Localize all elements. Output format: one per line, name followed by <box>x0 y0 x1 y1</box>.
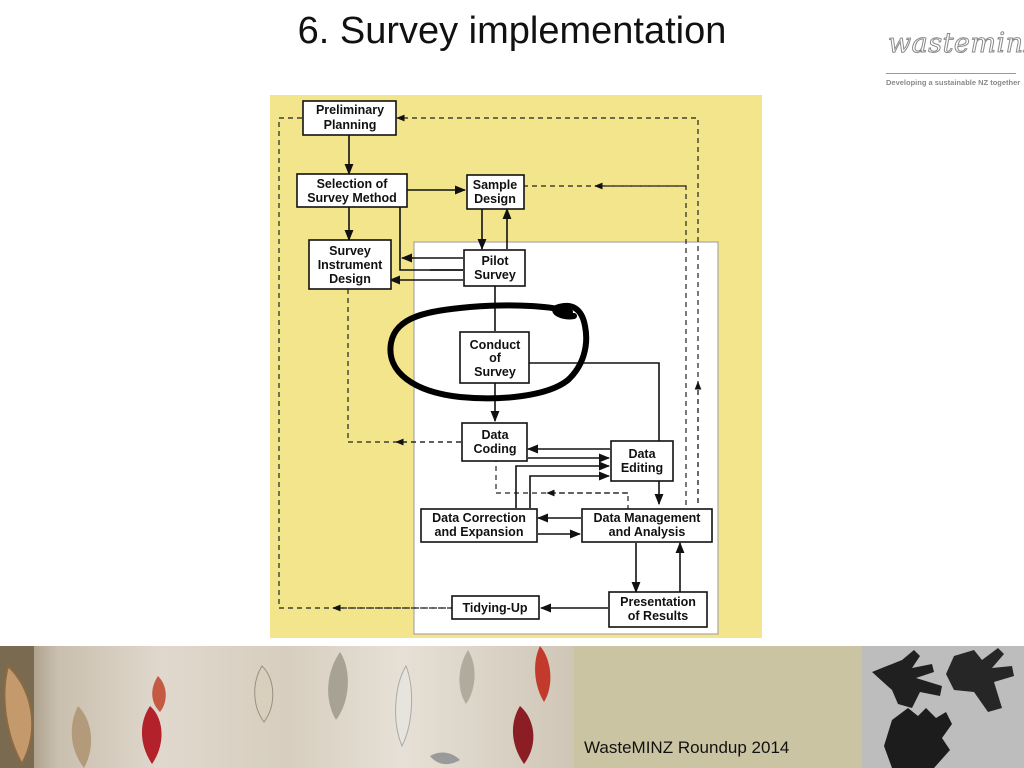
footer-caption: WasteMINZ Roundup 2014 <box>584 738 790 757</box>
node-label-line: Survey <box>474 268 516 282</box>
flow-links <box>344 135 685 613</box>
node-label-line: Planning <box>324 118 377 132</box>
hands-photo-art <box>862 646 1024 768</box>
diagram-canvas: Preliminary Planning Selection of Survey… <box>270 95 762 638</box>
decorative-leaf-photo <box>0 646 574 768</box>
node-label-line: Design <box>474 192 516 206</box>
node-pilot-survey: Pilot Survey <box>463 249 526 287</box>
node-data-editing: Data Editing <box>610 440 674 482</box>
diagram-inner-panel <box>413 241 719 635</box>
node-label-line: of Results <box>628 609 688 623</box>
node-label-line: Data <box>628 447 656 461</box>
node-label-line: Coding <box>473 442 516 456</box>
node-label-line: Pilot <box>481 254 509 268</box>
node-label-line: Presentation <box>620 595 696 609</box>
node-label-line: Conduct <box>470 338 522 352</box>
node-label-line: Selection of <box>317 177 389 191</box>
node-selection-of-survey-method: Selection of Survey Method <box>296 173 408 208</box>
node-label-line: Tidying-Up <box>462 601 527 615</box>
node-label-line: Data Management <box>594 511 702 525</box>
logo-tagline: Developing a sustainable NZ together <box>886 78 1021 87</box>
hands-photo <box>862 646 1024 768</box>
node-label-line: Data <box>481 428 509 442</box>
logo-divider <box>886 73 1016 74</box>
node-label-line: and Expansion <box>435 525 524 539</box>
node-label-line: and Analysis <box>609 525 686 539</box>
node-label-line: Survey Method <box>307 191 397 205</box>
survey-process-diagram: Preliminary Planning Selection of Survey… <box>270 95 762 638</box>
node-survey-instrument-design: Survey Instrument Design <box>308 239 392 290</box>
highlight-ring <box>387 302 590 402</box>
logo-wordmark: wasteminz <box>887 28 1024 60</box>
node-label-line: Data Correction <box>432 511 526 525</box>
node-conduct-of-survey: Conduct of Survey <box>459 331 530 384</box>
node-data-coding: Data Coding <box>461 422 528 462</box>
node-label-line: Preliminary <box>316 103 384 117</box>
node-presentation-of-results: Presentation of Results <box>608 591 708 628</box>
node-data-correction-and-expansion: Data Correction and Expansion <box>420 508 538 543</box>
node-label-line: Survey <box>474 365 516 379</box>
node-label-line: Survey <box>329 244 371 258</box>
footer-banner: WasteMINZ Roundup 2014 <box>0 646 1024 768</box>
node-sample-design: Sample Design <box>466 174 525 210</box>
node-label-line: Editing <box>621 461 663 475</box>
wasteminz-logo: wasteminz Developing a sustainable NZ to… <box>884 28 1024 92</box>
node-label-line: Instrument <box>318 258 383 272</box>
slide-title: 6. Survey implementation <box>297 10 727 52</box>
node-label-line: of <box>489 351 502 365</box>
node-tidying-up: Tidying-Up <box>451 595 540 620</box>
node-label-line: Design <box>329 272 371 286</box>
node-preliminary-planning: Preliminary Planning <box>302 100 397 136</box>
leaf-photo-art <box>0 646 551 768</box>
node-label-line: Sample <box>473 178 518 192</box>
footer-caption-band: WasteMINZ Roundup 2014 <box>574 646 862 768</box>
feedback-links <box>278 114 702 612</box>
node-data-management-and-analysis: Data Management and Analysis <box>581 508 713 543</box>
